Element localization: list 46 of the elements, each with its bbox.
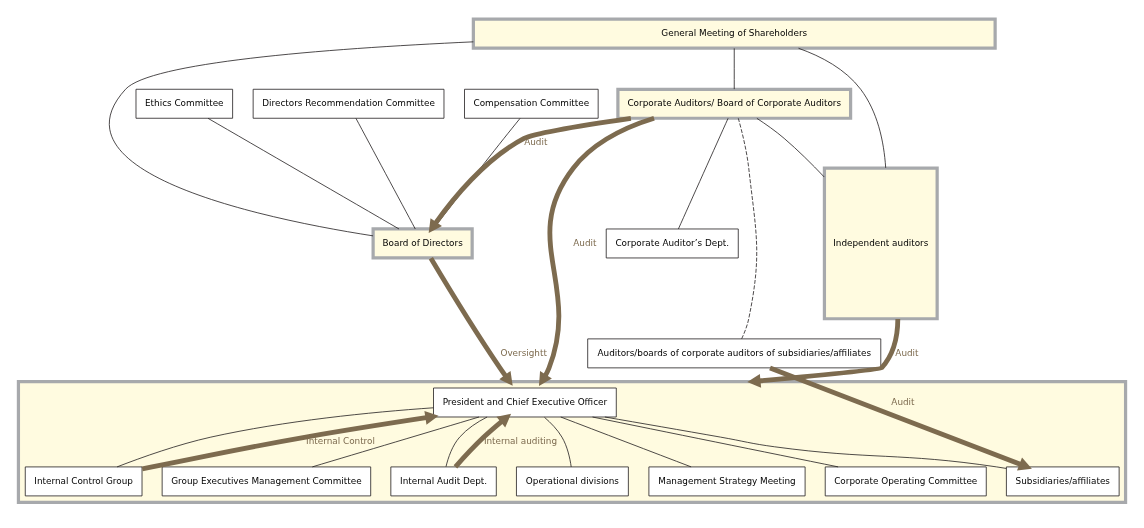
arrow [428,256,513,386]
connector [207,117,400,230]
node-box: Corporate Auditor’s Dept. [605,228,739,259]
connector [355,117,416,230]
connector [592,416,839,468]
node-box: Ethics Committee [135,88,233,119]
edge-label: Audit [524,137,548,148]
edge-label: Internal auditing [483,436,558,447]
node-box: President and Chief Executive Officer [433,387,617,418]
connector [733,47,735,90]
node-box: Compensation Committee [464,88,599,119]
arrow [538,115,655,386]
connector [445,416,488,468]
node-box: Auditors/boards of corporate auditors of subsidiaries/affiliates [587,338,882,369]
node-box: Operational divisions [516,466,629,497]
edge-label: Audit [891,396,915,407]
node-box: Corporate Auditors/ Board of Corporate Auditors [616,87,853,120]
connector [109,41,474,237]
node-box: Internal Control Group [24,466,143,497]
cluster [16,379,1128,504]
edge-label: Internal Control [306,436,375,447]
arrow [747,318,901,388]
node-box: Group Executives Management Committee [161,466,372,497]
node-box: Subsidiaries/affiliates [1006,466,1120,497]
edge-label: Audit [895,347,919,358]
edge-label: Audit [573,237,597,248]
node-box: Internal Audit Dept. [390,466,497,497]
node-box: General Meeting of Shareholders [471,17,997,50]
connector [311,416,480,468]
node-box: Management Strategy Meeting [648,466,806,497]
arrow [453,413,512,469]
node-box: Corporate Operating Committee [824,466,987,497]
node-box: Directors Recommendation Committee [252,88,445,119]
connector [560,416,692,468]
node-box: Board of Directors [371,227,474,260]
arrow [141,410,439,472]
connector [756,117,825,178]
connector [798,47,887,169]
connector [544,416,572,468]
connector [604,416,1007,469]
arrow [769,365,1032,471]
node-box: Independent auditors [822,166,939,321]
connector [678,117,729,230]
connector [116,407,434,468]
edge-label: Oversightt [500,347,547,358]
connector [737,117,758,340]
